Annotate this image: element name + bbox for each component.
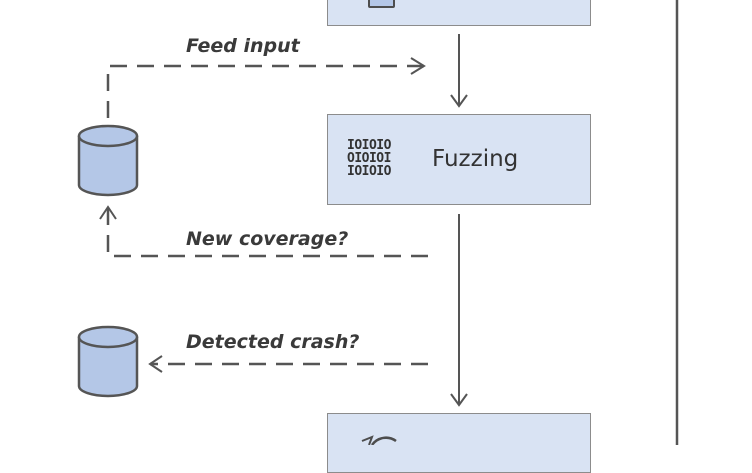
diagram-connectors [77,0,679,445]
new-coverage-label: New coverage? [186,228,349,250]
fuzzing-title: Fuzzing [432,146,519,172]
binary-line: OIOIOI [347,151,391,166]
arrow-fuzzing-to-bottom [450,214,468,407]
detected-crash-arrow [148,355,428,373]
crash-database-icon [77,325,139,398]
document-icon [368,0,395,8]
refresh-icon [361,435,397,445]
fuzzing-box [327,114,591,205]
binary-icon: IOIOIO OIOIOI IOIOIO [347,139,391,178]
binary-line: IOIOIO [347,164,391,179]
detected-crash-label: Detected crash? [186,331,360,353]
binary-line: IOIOIO [347,138,391,153]
arrow-top-to-fuzzing [450,34,468,108]
corpus-database-icon [77,124,139,197]
feed-input-arrow [106,57,426,118]
feed-input-label: Feed input [186,35,300,57]
fuzzing-diagram: IOIOIO OIOIOI IOIOIO Fuzzing Feed input … [77,0,679,473]
new-coverage-arrow [99,205,428,258]
